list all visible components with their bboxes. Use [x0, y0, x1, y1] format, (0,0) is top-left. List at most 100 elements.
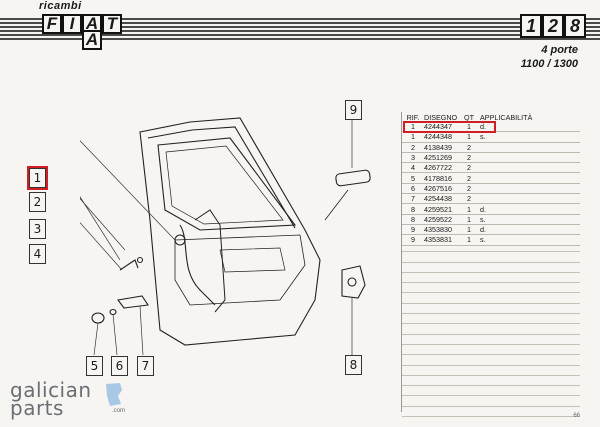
- cell-disegno: 4267722: [424, 163, 452, 173]
- cell-disegno: 4244348: [424, 132, 452, 142]
- cell-disegno: 4259522: [424, 214, 452, 224]
- cell-disegno: 4178816: [424, 173, 452, 183]
- empty-rule: [402, 345, 580, 356]
- logo-suffix: .com: [112, 408, 126, 414]
- cell-qt: 1: [467, 122, 471, 132]
- cell-applicabilita: s.: [480, 132, 486, 142]
- callout-8: 8: [345, 355, 362, 375]
- callout-1: 1: [29, 168, 46, 188]
- row-highlight: [403, 121, 496, 133]
- cell-qt: 2: [467, 153, 471, 163]
- cell-rif: 8: [411, 214, 415, 224]
- cell-rif: 5: [411, 173, 415, 183]
- cell-qt: 2: [467, 163, 471, 173]
- empty-rule: [402, 293, 580, 304]
- cell-rif: 7: [411, 194, 415, 204]
- cell-disegno: 4138439: [424, 142, 452, 152]
- empty-rule: [402, 283, 580, 294]
- cell-qt: 2: [467, 183, 471, 193]
- cell-applicabilita: s.: [480, 214, 486, 224]
- callout-3: 3: [29, 219, 46, 239]
- callout-9: 9: [345, 100, 362, 120]
- cell-disegno: 4254438: [424, 194, 452, 204]
- cell-disegno: 4353830: [424, 225, 452, 235]
- cell-applicabilita: d.: [480, 122, 486, 132]
- brand-letter-t: T: [102, 14, 122, 34]
- model-digit-2: 2: [542, 14, 564, 38]
- brand-ricambi-label: ricambi: [36, 0, 85, 12]
- empty-rule: [402, 314, 580, 325]
- cell-rif: 8: [411, 204, 415, 214]
- brand-letter-a-lower: A: [82, 30, 102, 50]
- empty-rule: [402, 396, 580, 407]
- page-number: 66: [573, 413, 580, 419]
- logo-word-1: galician: [10, 378, 92, 402]
- callout-6: 6: [111, 356, 128, 376]
- brand-letter-f: F: [42, 14, 62, 34]
- empty-rule: [402, 335, 580, 345]
- table-row: 8 4259521 1 d.: [402, 204, 580, 215]
- cell-rif: 3: [411, 153, 415, 163]
- brand-letter-i: I: [62, 14, 82, 34]
- callout-5: 5: [86, 356, 103, 376]
- cell-qt: 1: [467, 132, 471, 142]
- engines-label: 1100 / 1300: [520, 58, 578, 70]
- empty-rule: [402, 242, 580, 253]
- door-exploded-drawing: [80, 117, 371, 356]
- table-row: 9 4353830 1 d.: [402, 225, 580, 236]
- cell-qt: 2: [467, 194, 471, 204]
- cell-disegno: 4259521: [424, 204, 452, 214]
- cell-disegno: 4251269: [424, 153, 452, 163]
- empty-rule: [402, 273, 580, 284]
- logo-map-icon: [106, 383, 122, 406]
- header-rif: RIF.: [406, 113, 420, 122]
- cell-rif: 9: [411, 225, 415, 235]
- callout-7: 7: [137, 356, 154, 376]
- cell-rif: 6: [411, 183, 415, 193]
- model-digit-8: 8: [564, 14, 586, 38]
- doors-label: 4 porte: [541, 44, 578, 56]
- cell-rif: 1: [411, 122, 415, 132]
- cell-qt: 1: [467, 214, 471, 224]
- table-divider: [401, 112, 402, 412]
- header-applicabilita: APPLICABILITÀ: [480, 113, 533, 122]
- cell-qt: 2: [467, 173, 471, 183]
- cell-qt: 1: [467, 204, 471, 214]
- empty-table-rules: [402, 242, 580, 418]
- callout-2: 2: [29, 192, 46, 212]
- cell-rif: 9: [411, 235, 415, 245]
- cell-applicabilita: d.: [480, 225, 486, 235]
- callout-4: 4: [29, 244, 46, 264]
- cell-rif: 1: [411, 132, 415, 142]
- table-row: 3 4251269 2: [402, 153, 580, 164]
- logo-word-2: parts: [10, 396, 64, 420]
- empty-rule: [402, 252, 580, 263]
- cell-applicabilita: s.: [480, 235, 486, 245]
- table-row: 2 4138439 2: [402, 143, 580, 153]
- table-row: 5 4178816 2: [402, 173, 580, 184]
- cell-qt: 1: [467, 225, 471, 235]
- header-qt: QT: [464, 113, 474, 122]
- cell-rif: 2: [411, 142, 415, 152]
- cell-disegno: 4244347: [424, 122, 452, 132]
- galicianparts-logo: galician parts .com: [10, 378, 130, 418]
- table-header-row: RIF. DISEGNO QT APPLICABILITÀ: [402, 112, 580, 122]
- cell-qt: 2: [467, 142, 471, 152]
- callout-1-highlight: [27, 166, 48, 190]
- empty-rule: [402, 386, 580, 397]
- cell-disegno: 4353831: [424, 235, 452, 245]
- empty-rule: [402, 366, 580, 376]
- empty-rule: [402, 355, 580, 366]
- empty-rule: [402, 263, 580, 273]
- cell-applicabilita: d.: [480, 204, 486, 214]
- model-digit-1: 1: [520, 14, 542, 38]
- cell-disegno: 4267516: [424, 183, 452, 193]
- table-row: 7 4254438 2: [402, 194, 580, 205]
- empty-rule: [402, 324, 580, 335]
- table-row: 8 4259522 1 s.: [402, 215, 580, 225]
